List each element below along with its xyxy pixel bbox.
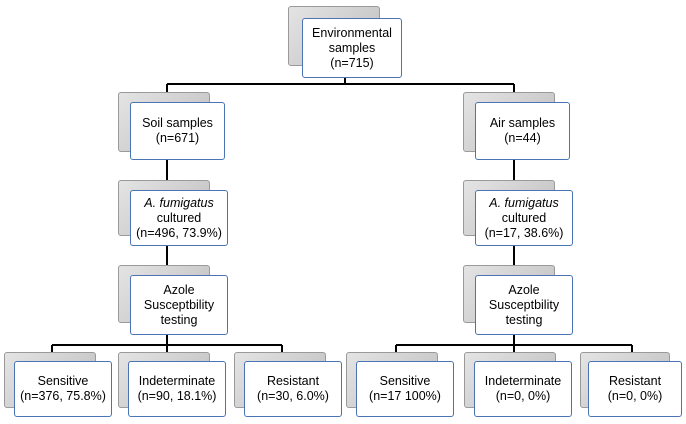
air-indeterminate-node: Indeterminate (n=0, 0%) [464, 352, 574, 418]
soil-indeterminate-label: Indeterminate [138, 374, 216, 388]
environmental-line-3: (n=715) [330, 55, 374, 70]
soil-resistant-node: Resistant (n=30, 6.0%) [234, 352, 344, 418]
air-testing-line-1: Azole [508, 282, 540, 297]
air-indeterminate-count: (n=0, 0%) [495, 389, 551, 403]
soil-cultured-count: (n=496, 73.9%) [136, 225, 222, 240]
soil-resistant-label: Resistant [266, 374, 320, 388]
air-species-name: A. fumigatus [489, 195, 559, 210]
soil-samples-label: Soil samples [142, 116, 213, 130]
air-testing-line-3: testing [505, 312, 543, 327]
soil-sensitive-node: Sensitive (n=376, 75.8%) [4, 352, 112, 418]
soil-samples-node: Soil samples (n=671) [118, 92, 228, 160]
air-cultured-count: (n=17, 38.6%) [484, 225, 564, 240]
environmental-line-1: Environmental [312, 25, 392, 40]
air-indeterminate-label: Indeterminate [484, 374, 562, 388]
soil-testing-line-2: Susceptbility [143, 297, 215, 312]
air-cultured-label: cultured [501, 210, 547, 225]
soil-resistant-count: (n=30, 6.0%) [257, 389, 329, 403]
soil-testing-line-1: Azole [163, 282, 195, 297]
soil-testing-line-3: testing [160, 312, 198, 327]
air-resistant-node: Resistant (n=0, 0%) [580, 352, 684, 418]
air-samples-label: Air samples [489, 116, 556, 130]
air-sensitive-count: (n=17 100%) [369, 389, 441, 403]
air-sensitive-label: Sensitive [379, 374, 431, 388]
air-samples-count: (n=44) [504, 131, 541, 145]
soil-azole-testing-node: Azole Susceptbility testing [118, 265, 230, 335]
soil-sensitive-count: (n=376, 75.8%) [20, 389, 106, 403]
soil-cultured-node: A. fumigatus cultured (n=496, 73.9%) [118, 180, 230, 246]
air-testing-line-2: Susceptbility [488, 297, 560, 312]
soil-samples-count: (n=671) [155, 131, 200, 145]
air-resistant-label: Resistant [608, 374, 662, 388]
soil-indeterminate-count: (n=90, 18.1%) [137, 389, 217, 403]
air-samples-node: Air samples (n=44) [463, 92, 573, 160]
soil-sensitive-label: Sensitive [37, 374, 89, 388]
air-azole-testing-node: Azole Susceptbility testing [463, 265, 575, 335]
soil-indeterminate-node: Indeterminate (n=90, 18.1%) [118, 352, 228, 418]
environmental-line-2: samples [328, 40, 376, 55]
air-sensitive-node: Sensitive (n=17 100%) [346, 352, 456, 418]
soil-cultured-label: cultured [156, 210, 202, 225]
air-resistant-count: (n=0, 0%) [607, 389, 663, 403]
air-cultured-node: A. fumigatus cultured (n=17, 38.6%) [463, 180, 575, 246]
soil-species-name: A. fumigatus [144, 195, 214, 210]
environmental-samples-node: Environmental samples (n=715) [288, 6, 406, 78]
